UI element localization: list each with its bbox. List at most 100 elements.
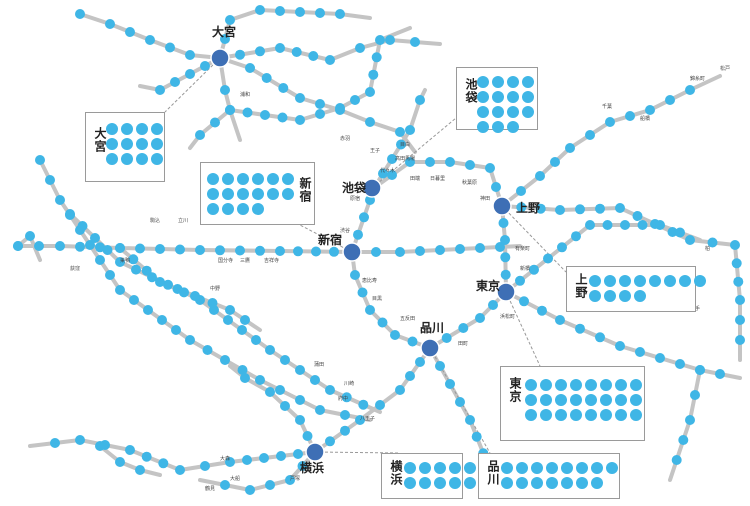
station-label: 新橋 bbox=[520, 265, 530, 272]
station-dot bbox=[155, 244, 165, 254]
station-dot bbox=[302, 431, 313, 441]
station-dot bbox=[175, 465, 185, 475]
panel-connector bbox=[164, 57, 221, 113]
panel-station-dot bbox=[615, 409, 627, 421]
rail-line bbox=[68, 212, 382, 414]
station-dot bbox=[220, 85, 230, 95]
station-label: 錦糸町 bbox=[690, 75, 705, 82]
station-dot bbox=[207, 298, 218, 308]
panel-ueno: 上野 bbox=[566, 266, 706, 312]
panel-station-dot bbox=[207, 188, 219, 200]
station-dot bbox=[685, 415, 695, 425]
station-dot bbox=[245, 485, 255, 495]
station-dot bbox=[202, 345, 213, 355]
panel-station-dot bbox=[561, 477, 573, 489]
station-dot bbox=[335, 103, 345, 113]
station-dot bbox=[25, 231, 35, 241]
hub-ikebukuro bbox=[362, 178, 382, 198]
station-dot bbox=[405, 157, 415, 167]
panel-tokyo: 東京 bbox=[500, 366, 645, 441]
station-dot bbox=[371, 52, 382, 63]
station-label: 吉祥寺 bbox=[264, 257, 279, 264]
panel-station-dot bbox=[237, 203, 249, 215]
station-label: 大森 bbox=[220, 455, 230, 462]
station-dot bbox=[471, 431, 482, 442]
hub-yokohama-label: 横浜 bbox=[300, 460, 324, 475]
panel-station-dot bbox=[522, 76, 534, 88]
rail-line bbox=[218, 56, 242, 142]
panel-yokohama-title: 横浜 bbox=[389, 460, 403, 486]
station-dot bbox=[365, 117, 375, 127]
station-dot bbox=[671, 455, 682, 465]
panel-station-dot bbox=[507, 106, 519, 118]
station-dot bbox=[200, 461, 210, 471]
panel-station-dot bbox=[679, 275, 691, 287]
station-dot bbox=[678, 435, 689, 445]
panel-station-dot bbox=[222, 203, 234, 215]
station-dot bbox=[276, 451, 286, 461]
station-dot bbox=[405, 371, 415, 381]
hub-shinagawa bbox=[420, 338, 440, 358]
panel-station-dot bbox=[252, 203, 264, 215]
station-dot bbox=[295, 7, 305, 17]
panel-yokohama: 横浜 bbox=[381, 453, 476, 499]
station-dot bbox=[519, 296, 529, 307]
panel-station-dot bbox=[136, 123, 148, 135]
station-dot bbox=[535, 171, 545, 181]
panel-station-dot bbox=[576, 462, 588, 474]
station-dot bbox=[90, 233, 100, 243]
station-dot bbox=[495, 242, 505, 252]
hub-ikebukuro-label: 池袋 bbox=[342, 180, 367, 195]
station-dot bbox=[595, 332, 605, 343]
hub-ueno-label: 上野 bbox=[516, 200, 540, 215]
panel-station-dot bbox=[282, 173, 294, 185]
station-dot bbox=[95, 255, 105, 265]
panel-station-dot bbox=[570, 379, 582, 391]
station-label: 目白 bbox=[400, 141, 410, 148]
station-dot bbox=[325, 55, 335, 65]
panel-station-dot bbox=[252, 173, 264, 185]
station-dot bbox=[733, 276, 744, 287]
station-dot bbox=[675, 227, 685, 238]
station-dot bbox=[695, 365, 705, 375]
station-dot bbox=[295, 415, 305, 425]
panel-station-dot bbox=[634, 275, 646, 287]
panel-station-dot bbox=[585, 409, 597, 421]
panel-station-dot bbox=[531, 477, 543, 489]
station-label: 代々木 bbox=[380, 167, 395, 174]
panel-station-dot bbox=[630, 394, 642, 406]
station-dot bbox=[175, 244, 185, 255]
panel-station-dot bbox=[477, 106, 489, 118]
panel-station-dot bbox=[585, 394, 597, 406]
station-dot bbox=[632, 211, 643, 221]
station-dot bbox=[498, 218, 509, 228]
panel-station-dot bbox=[591, 477, 603, 489]
station-dot bbox=[128, 254, 139, 265]
station-dot bbox=[350, 270, 360, 280]
station-dot bbox=[251, 335, 261, 345]
panel-station-dot bbox=[619, 275, 631, 287]
panel-station-dot bbox=[207, 203, 219, 215]
panel-ikebukuro-title: 池袋 bbox=[464, 78, 478, 104]
station-label: 千葉 bbox=[602, 103, 612, 110]
station-dot bbox=[158, 458, 169, 469]
station-dot bbox=[415, 357, 425, 367]
station-dot bbox=[353, 229, 363, 240]
station-dot bbox=[195, 130, 205, 140]
panel-station-dot bbox=[477, 121, 489, 133]
hub-tokyo bbox=[496, 282, 516, 302]
panel-station-dot bbox=[121, 123, 133, 135]
station-dot bbox=[358, 399, 369, 410]
panel-connector bbox=[505, 291, 541, 367]
station-dot bbox=[245, 63, 255, 73]
panel-connector bbox=[314, 451, 401, 454]
panel-ueno-title: 上野 bbox=[574, 273, 588, 299]
panel-station-dot bbox=[525, 379, 537, 391]
panel-station-dot bbox=[555, 379, 567, 391]
station-dot bbox=[260, 110, 270, 120]
panel-station-dot bbox=[516, 477, 528, 489]
station-dot bbox=[635, 347, 645, 357]
station-dot bbox=[102, 245, 113, 255]
stations: 浦和赤羽王子田端日暮里秋葉原神田有楽町新橋浜松町田町大崎五反田目黒恵比寿渋谷原宿… bbox=[13, 5, 745, 495]
station-dot bbox=[141, 451, 152, 462]
